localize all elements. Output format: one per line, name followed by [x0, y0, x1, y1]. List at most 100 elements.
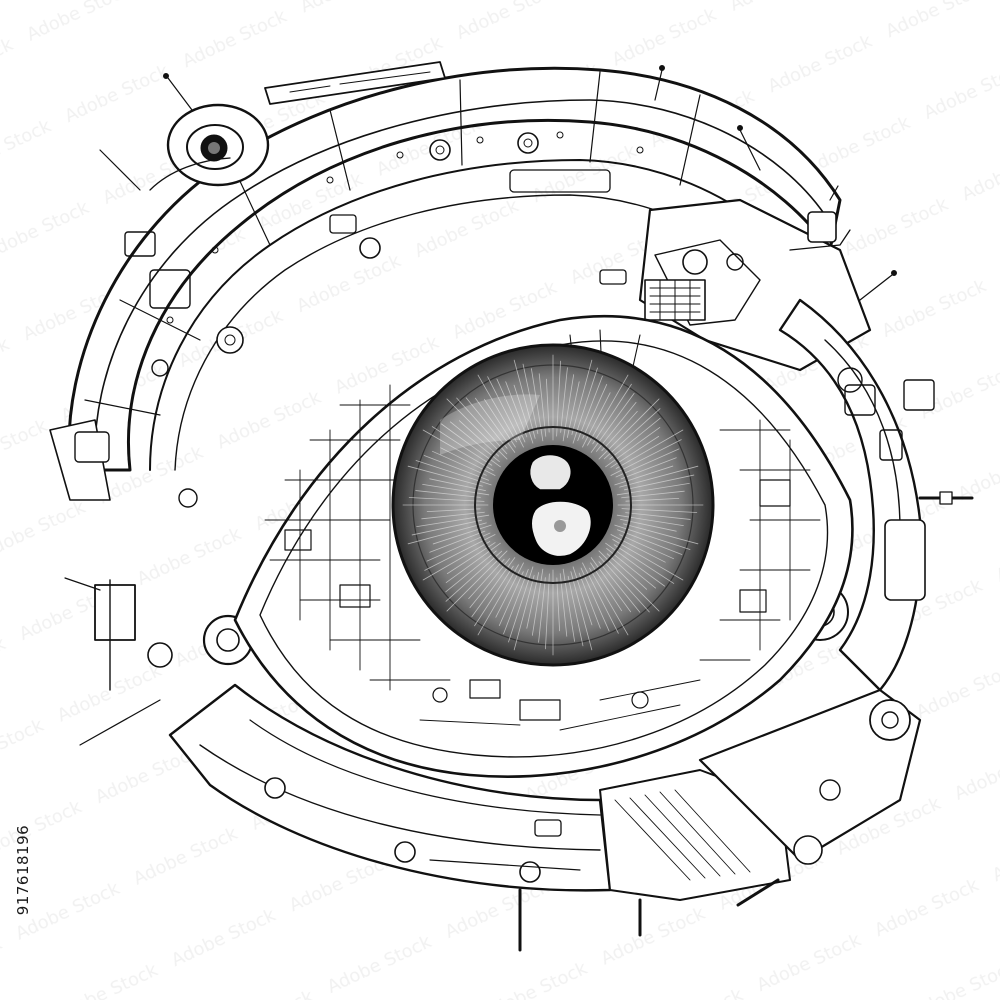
stock-id-text: 917618196	[14, 824, 32, 916]
iris-ray	[619, 465, 699, 488]
iris-ray	[446, 398, 508, 460]
iris-ray	[431, 426, 493, 466]
iris-ray	[465, 397, 508, 449]
outer-upper-shell	[49, 61, 842, 508]
iris-ray	[559, 573, 568, 637]
iris-ray	[612, 539, 684, 581]
iris-ray	[440, 447, 496, 476]
iris-ray	[615, 429, 684, 469]
iris-ray	[545, 573, 550, 650]
iris-ray	[620, 457, 677, 480]
iris-ray	[445, 550, 503, 602]
iris-ray	[522, 363, 539, 434]
pupil	[493, 445, 613, 565]
iris-ray	[446, 550, 508, 612]
iris-ray	[456, 397, 508, 455]
iris-ray	[556, 577, 560, 632]
iris-ray	[621, 490, 685, 499]
iris-ray	[592, 383, 632, 445]
iris-ray	[426, 508, 481, 512]
iris-ray	[531, 568, 544, 636]
iris-ray	[503, 569, 529, 635]
iris-ray	[562, 374, 575, 442]
iris-ray	[469, 558, 510, 608]
iris-ray	[609, 417, 661, 460]
iris-ray	[590, 557, 631, 613]
iris-ray	[411, 519, 482, 536]
iris-ray	[598, 398, 660, 460]
iris-ray	[426, 532, 491, 562]
iris-ray	[450, 421, 500, 462]
iris-ray	[606, 553, 648, 590]
iris-ray	[615, 448, 680, 478]
iris-ray	[616, 514, 684, 527]
iris-ray	[582, 384, 608, 439]
iris-ray	[623, 523, 699, 545]
iris-ray	[474, 565, 514, 627]
iris-ray	[605, 427, 661, 468]
iris-ray	[582, 392, 611, 448]
iris-ray	[596, 402, 637, 452]
iris-ray	[513, 384, 534, 444]
iris-ray	[505, 381, 528, 438]
iris-ray	[432, 450, 487, 476]
iris-ray	[624, 474, 695, 491]
iris-ray	[570, 571, 593, 651]
iris-ray	[613, 544, 675, 584]
iris-ray	[477, 564, 519, 636]
iris-ray	[421, 511, 485, 520]
iris-ray	[458, 420, 500, 457]
iris-ray	[429, 530, 486, 553]
iris-ray	[598, 555, 650, 613]
iris-ray	[625, 498, 680, 502]
iris-ray	[407, 465, 483, 487]
iris-ray	[422, 541, 491, 581]
stock-id-label: 917618196	[10, 770, 36, 970]
iris-ray	[589, 567, 629, 636]
iris-ray	[423, 455, 489, 481]
iris-ray	[445, 550, 497, 593]
iris-ray	[567, 576, 584, 647]
iris-ray	[578, 572, 601, 629]
iris-ray	[556, 360, 561, 437]
iris-ray	[603, 408, 661, 460]
iris-ray	[475, 397, 516, 453]
iris-ray	[445, 542, 501, 583]
iris-ray	[625, 512, 691, 520]
iris-ray	[468, 558, 505, 600]
iris-ray	[495, 562, 524, 618]
iris-ray	[538, 577, 546, 643]
iris-ray	[621, 508, 698, 513]
iris-ray	[560, 367, 568, 433]
iris-ray	[601, 410, 638, 452]
iris-ray	[415, 490, 481, 498]
iris-ray	[496, 378, 526, 443]
iris-ray	[587, 374, 629, 446]
iris-ray	[408, 497, 485, 502]
iris-ray	[422, 429, 494, 471]
iris-ray	[580, 567, 610, 632]
right-side-casing	[778, 298, 974, 692]
iris-ray	[498, 571, 524, 626]
iris-ray	[432, 524, 492, 545]
iris-ray	[614, 465, 674, 486]
iris-ray	[513, 575, 535, 651]
camera-lens-icon	[149, 73, 270, 191]
lower-casing	[168, 683, 922, 952]
iris-ray	[571, 359, 593, 435]
iris-ray	[577, 375, 603, 441]
iris-ray	[572, 566, 593, 626]
iris-ray	[477, 374, 517, 443]
iris-ray	[546, 378, 550, 433]
iris-ray	[617, 529, 683, 555]
iris-ray	[619, 534, 674, 560]
iris-ray	[422, 483, 490, 496]
iris-ray	[513, 359, 536, 439]
iris-ray	[598, 550, 660, 612]
iris-ray	[538, 373, 547, 437]
iris-ray	[610, 534, 666, 563]
iris-ray	[606, 548, 656, 589]
iris-ray	[407, 522, 487, 545]
iris-ray	[598, 561, 641, 613]
